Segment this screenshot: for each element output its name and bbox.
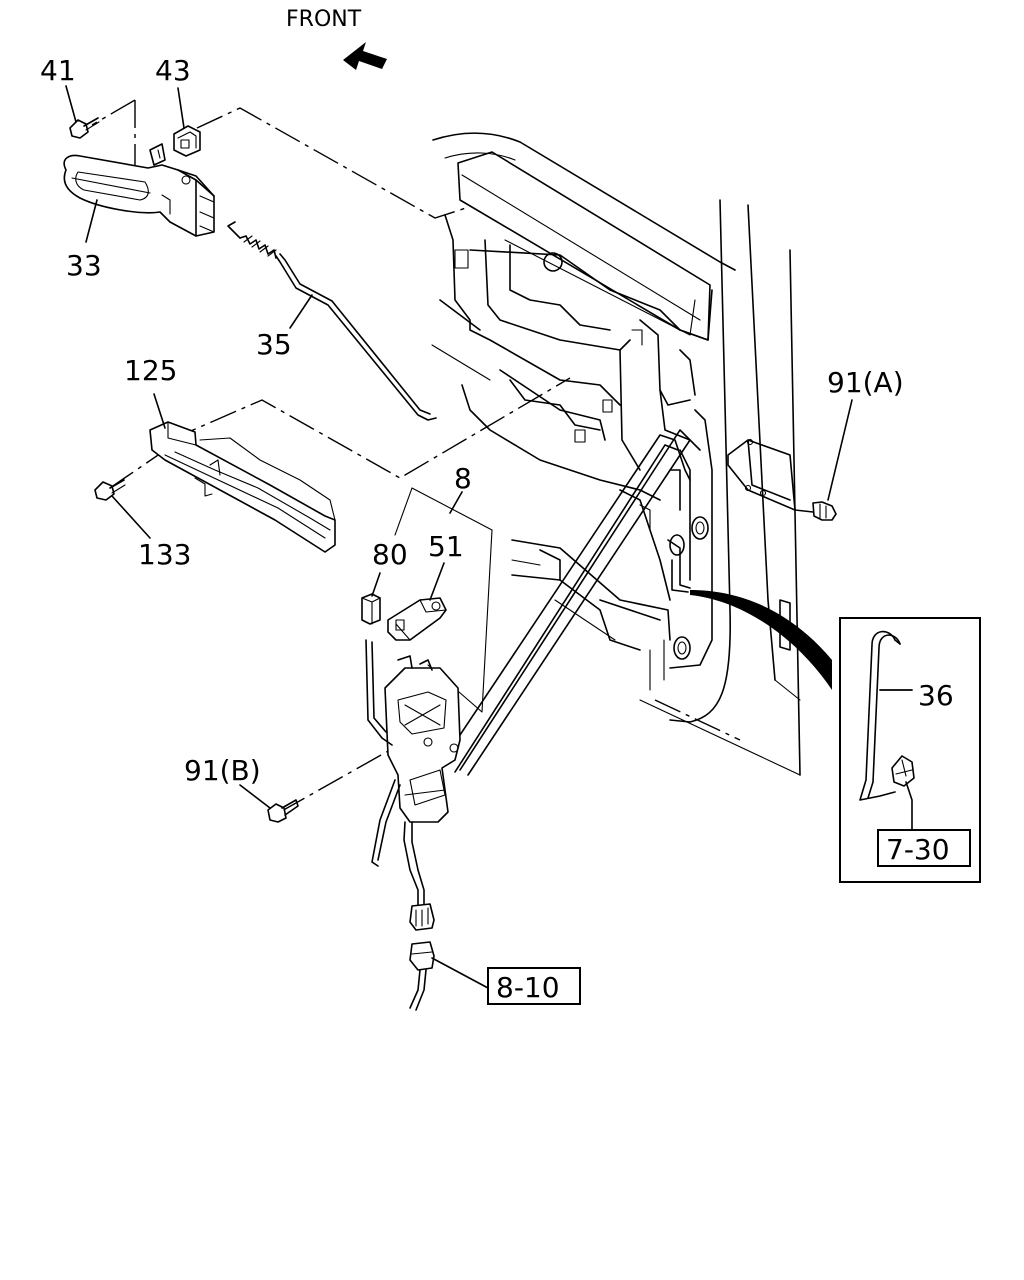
part-133-screw — [94, 479, 126, 501]
part-33-outside-handle — [63, 143, 215, 237]
callout-labels: 41 43 33 35 125 133 8 80 51 91(A) 91(B) … — [40, 54, 954, 787]
callout-91a: 91(A) — [827, 366, 904, 399]
linkage-rods — [437, 429, 691, 776]
callout-8: 8 — [454, 462, 472, 495]
detail-frame — [839, 617, 981, 883]
part-91b-bolt — [267, 799, 299, 823]
callout-36: 36 — [918, 679, 954, 712]
assembly-leader-lines — [91, 99, 741, 813]
part-41-screw — [69, 117, 100, 139]
callout-41: 41 — [40, 54, 76, 87]
part-91a-bolt — [794, 501, 837, 521]
front-arrow-icon — [343, 42, 387, 70]
ref-box-8-10 — [487, 967, 581, 1005]
ref-7-30-label: 7-30 — [886, 833, 950, 866]
callout-80: 80 — [372, 538, 408, 571]
part-35-control-rod — [227, 221, 437, 421]
part-125-guide-channel — [149, 421, 336, 553]
callout-35: 35 — [256, 328, 292, 361]
callout-33: 33 — [66, 249, 102, 282]
callout-leaders — [65, 85, 913, 809]
part-51-rod-clip — [387, 597, 447, 641]
front-direction-indicator: FRONT — [286, 7, 387, 70]
part-8-door-lock-assembly — [365, 639, 461, 931]
front-label: FRONT — [286, 7, 362, 32]
callout-91b: 91(B) — [184, 754, 261, 787]
wiring-connector — [409, 941, 435, 1011]
part-80-clip — [361, 593, 381, 625]
callout-51: 51 — [428, 530, 464, 563]
part-43-clip — [173, 125, 201, 157]
callout-133: 133 — [138, 538, 191, 571]
ref-8-10: 8-10 — [431, 957, 581, 1005]
ref-box-7-30 — [877, 829, 971, 867]
callout-43: 43 — [155, 54, 191, 87]
callout-125: 125 — [124, 354, 177, 387]
detail-inset-rod-36: 7-30 — [839, 617, 981, 883]
door-inner-panel — [431, 132, 801, 776]
detail-callout-arrow — [690, 590, 832, 690]
ref-8-10-label: 8-10 — [496, 971, 560, 1004]
